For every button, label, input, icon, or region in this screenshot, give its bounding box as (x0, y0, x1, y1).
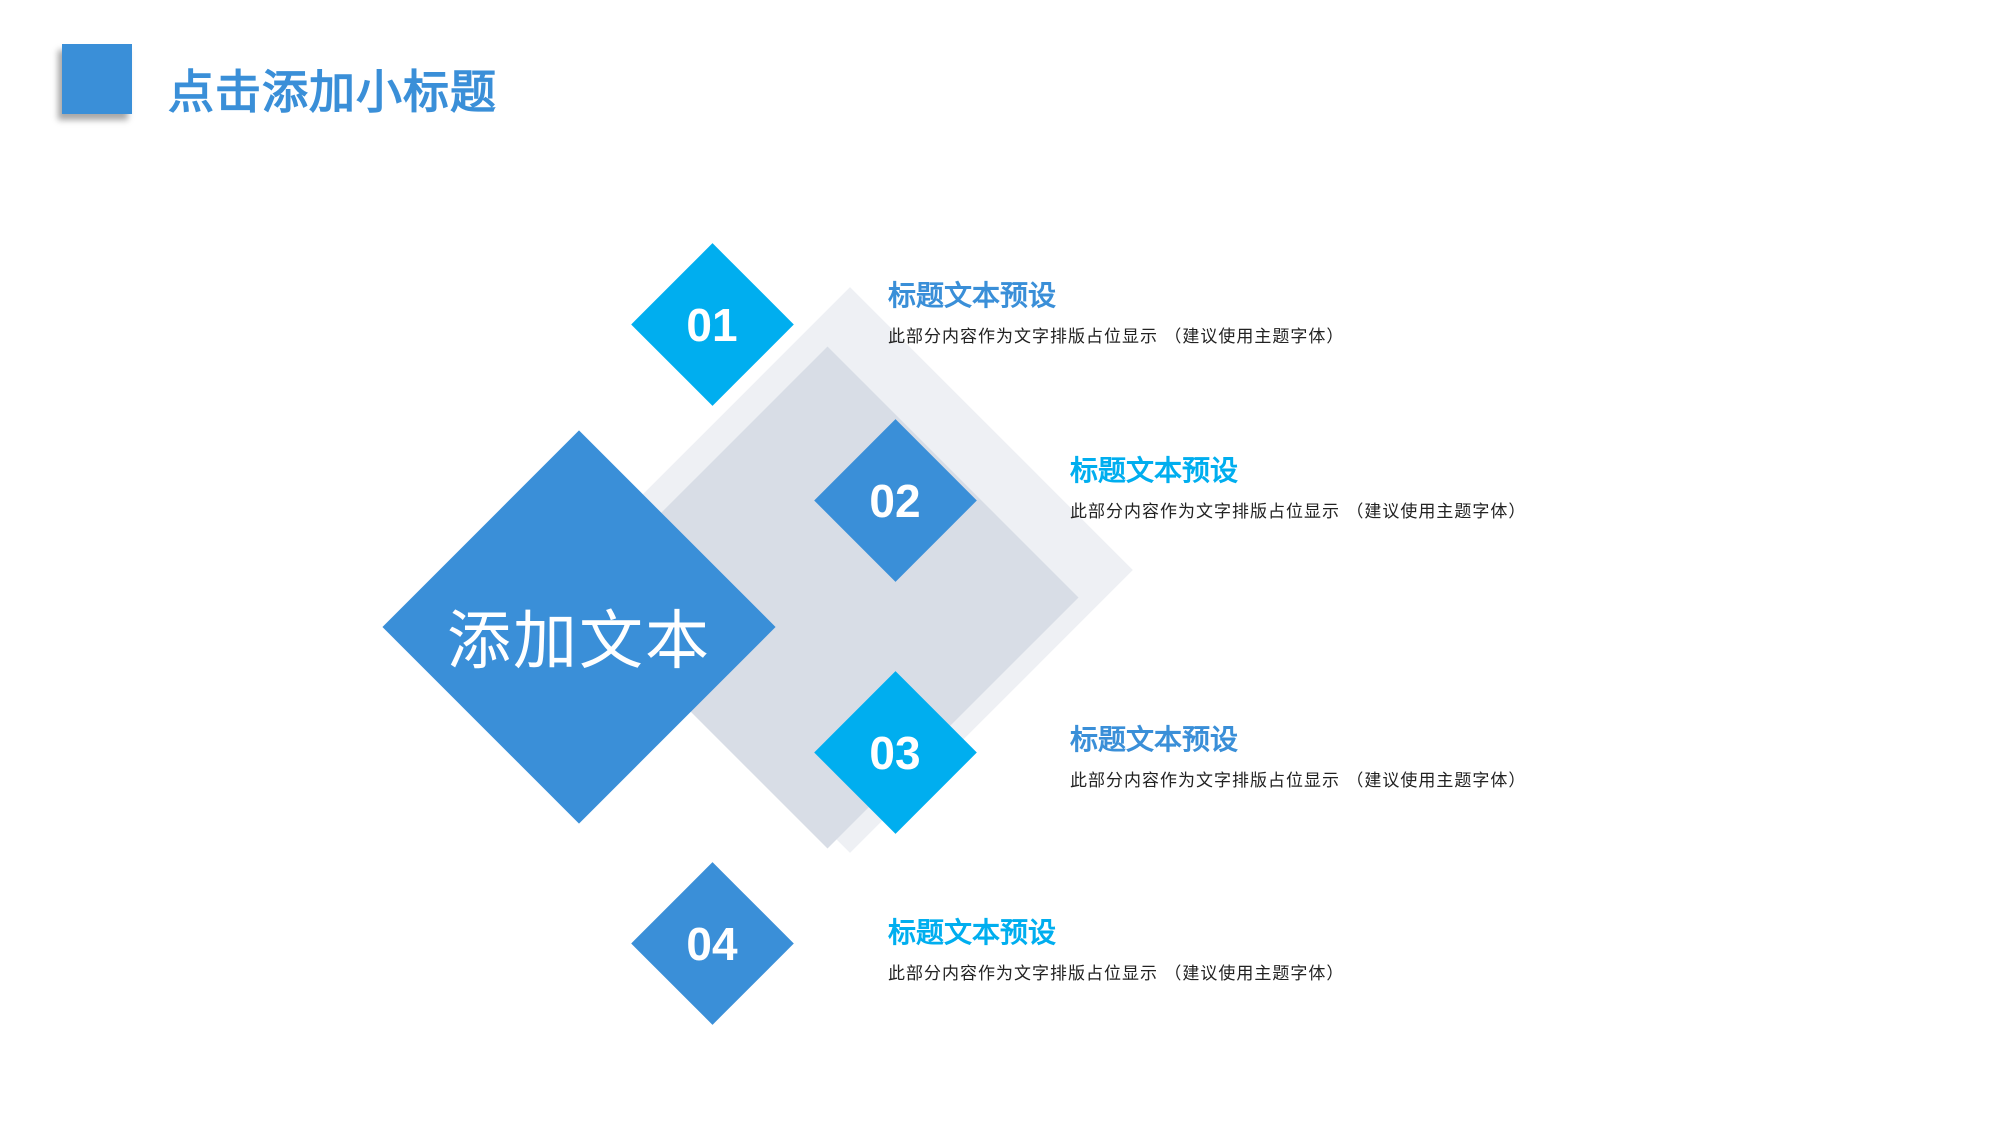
header-accent-square (62, 44, 132, 114)
item-title-03[interactable]: 标题文本预设 (1070, 723, 1239, 756)
main-diamond-label[interactable]: 添加文本 (447, 605, 711, 679)
number-label-03[interactable]: 03 (869, 727, 921, 779)
item-desc-03[interactable]: 此部分内容作为文字排版占位显示 （建议使用主题字体） (1070, 771, 1527, 791)
item-desc-04[interactable]: 此部分内容作为文字排版占位显示 （建议使用主题字体） (888, 964, 1345, 984)
number-label-01[interactable]: 01 (686, 299, 738, 351)
item-title-01[interactable]: 标题文本预设 (888, 279, 1057, 312)
item-desc-01[interactable]: 此部分内容作为文字排版占位显示 （建议使用主题字体） (888, 327, 1345, 347)
number-label-02[interactable]: 02 (869, 475, 921, 527)
number-label-04[interactable]: 04 (686, 918, 738, 970)
page-title[interactable]: 点击添加小标题 (168, 65, 497, 119)
item-title-04[interactable]: 标题文本预设 (888, 916, 1057, 949)
item-title-02[interactable]: 标题文本预设 (1070, 454, 1239, 487)
item-desc-02[interactable]: 此部分内容作为文字排版占位显示 （建议使用主题字体） (1070, 502, 1527, 522)
